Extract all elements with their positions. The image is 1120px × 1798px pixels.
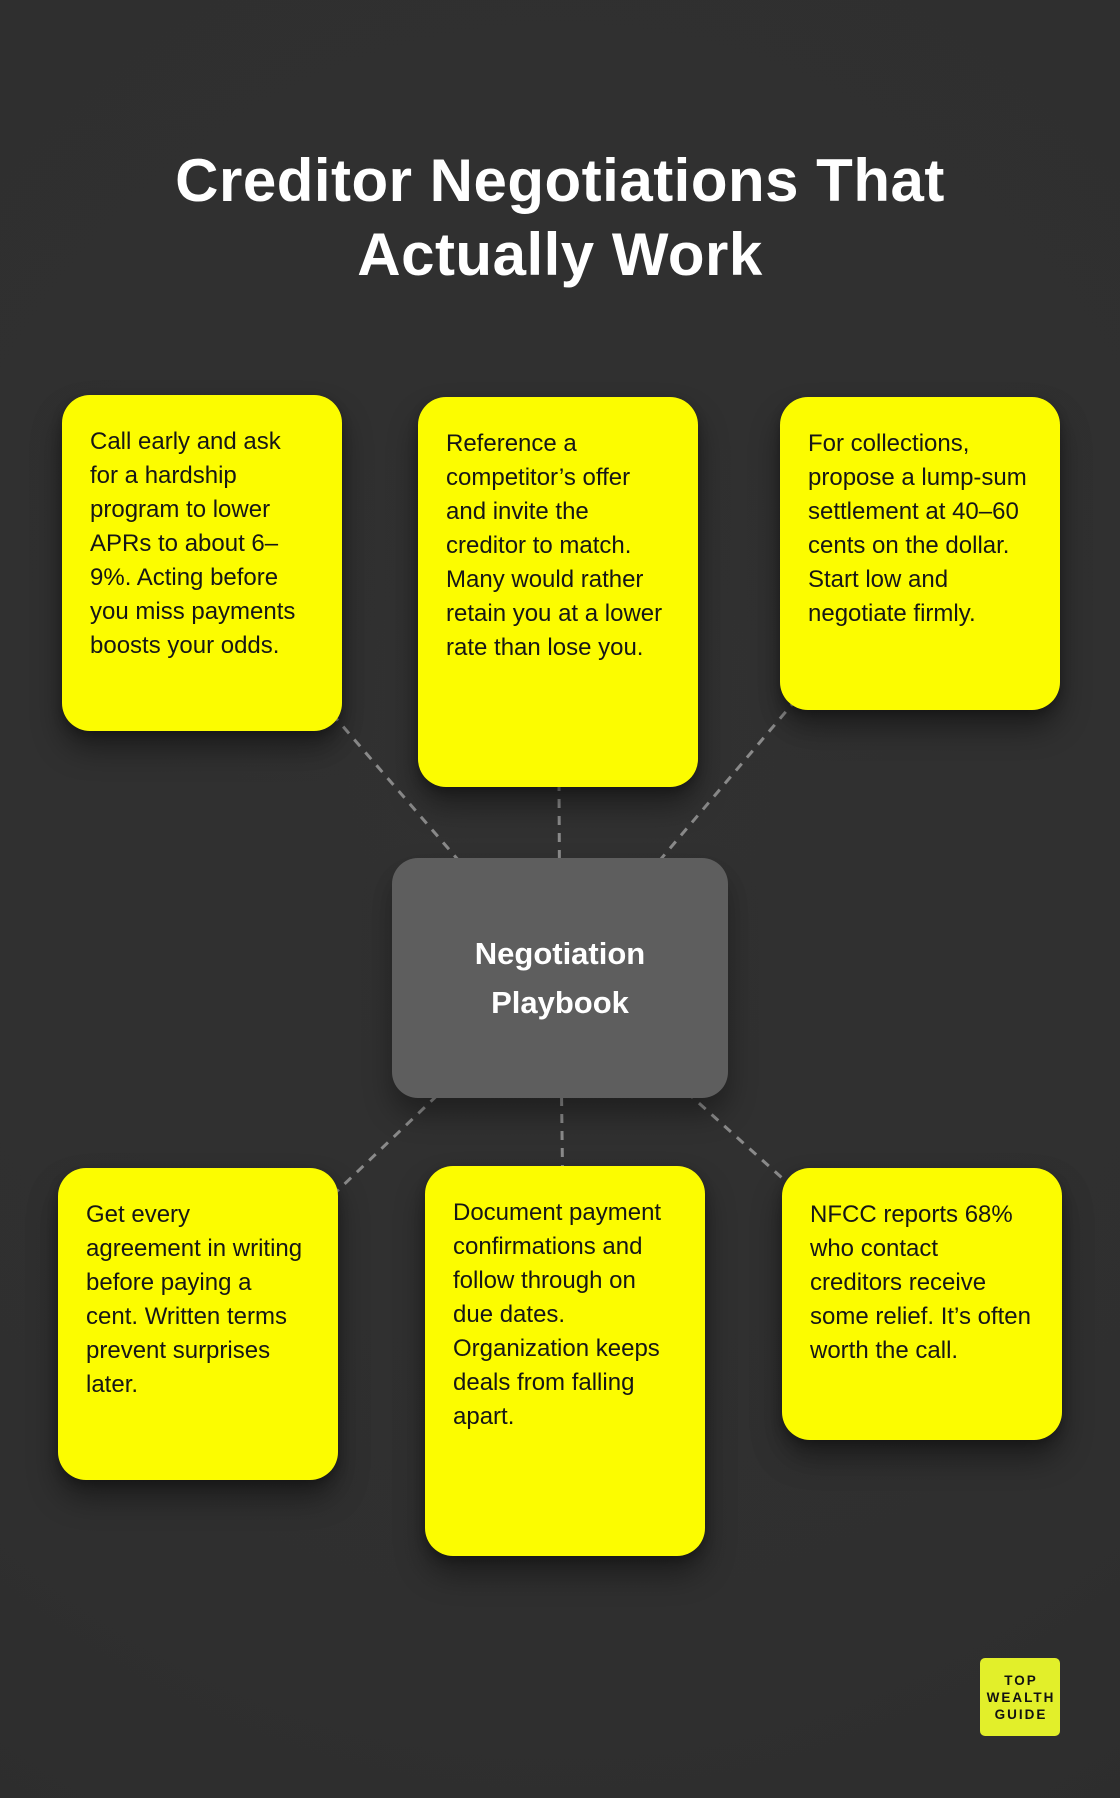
logo-line: TOP	[1004, 1672, 1038, 1688]
card-text: Call early and ask for a hardship progra…	[90, 428, 296, 659]
center-node: Negotiation Playbook	[392, 858, 728, 1098]
card-competitor-offer: Reference a competitor’s offer and invit…	[418, 397, 698, 787]
card-text: Reference a competitor’s offer and invit…	[446, 430, 663, 661]
top-wealth-guide-logo: TOP WEALTH GUIDE	[980, 1658, 1060, 1736]
card-document-payments: Document payment confirmations and follo…	[425, 1166, 705, 1556]
page-title: Creditor Negotiations That Actually Work	[175, 147, 945, 289]
card-get-it-in-writing: Get every agreement in writing before pa…	[58, 1168, 338, 1480]
logo-line: GUIDE	[994, 1706, 1048, 1722]
card-text: NFCC reports 68% who contact creditors r…	[810, 1201, 1031, 1364]
card-text: Get every agreement in writing before pa…	[86, 1201, 303, 1398]
card-text: Document payment confirmations and follo…	[453, 1199, 662, 1430]
card-text: For collections, propose a lump-sum sett…	[808, 430, 1027, 627]
card-lump-sum-settlement: For collections, propose a lump-sum sett…	[780, 397, 1060, 710]
card-hardship-program: Call early and ask for a hardship progra…	[62, 395, 342, 731]
card-nfcc-statistic: NFCC reports 68% who contact creditors r…	[782, 1168, 1062, 1440]
center-node-label: Negotiation Playbook	[474, 936, 646, 1020]
logo-line: WEALTH	[986, 1689, 1056, 1705]
